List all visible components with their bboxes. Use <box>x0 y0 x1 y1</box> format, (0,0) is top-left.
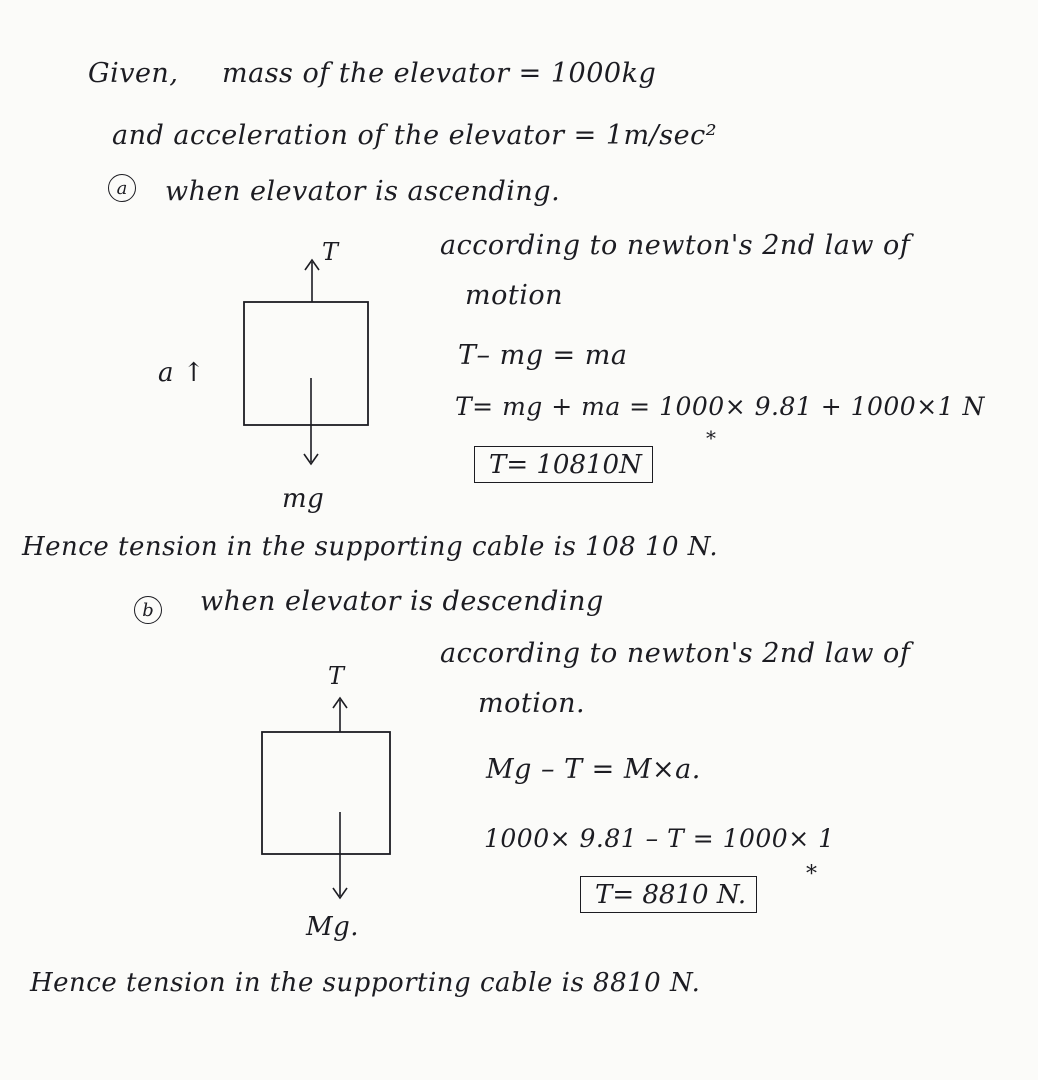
part-b-marker: b <box>134 596 162 624</box>
part-a-equation2: T= mg + ma = 1000× 9.81 + 1000×1 N <box>455 392 985 421</box>
part-a-weight-label: mg <box>282 484 325 514</box>
part-b-tension-arrowhead <box>332 696 348 709</box>
part-b-tension-label: T <box>328 662 345 690</box>
part-b-weight-label: Mg. <box>306 912 360 942</box>
given-label: Given, <box>88 58 179 89</box>
given-acceleration-line: and acceleration of the elevator = 1m/se… <box>112 120 718 151</box>
part-b-law-line1: according to newton's 2nd law of <box>440 638 911 669</box>
part-a-result-star: * <box>706 426 717 450</box>
part-a-marker: a <box>108 174 136 202</box>
part-a-heading: when elevator is ascending. <box>165 176 561 207</box>
part-a-result-box: T= 10810N <box>474 446 653 483</box>
part-b-heading: when elevator is descending <box>200 586 604 617</box>
part-b-elevator-box <box>261 731 391 855</box>
part-a-elevator-box <box>243 301 369 426</box>
part-a-tension-arrowhead <box>304 258 320 271</box>
part-a-weight-arrowhead <box>303 453 319 466</box>
part-b-conclusion: Hence tension in the supporting cable is… <box>30 968 701 998</box>
part-a-law-line2: motion <box>465 280 563 311</box>
part-b-result-box: T= 8810 N. <box>580 876 758 913</box>
part-a-law-line1: according to newton's 2nd law of <box>440 230 911 261</box>
part-a-conclusion: Hence tension in the supporting cable is… <box>22 532 719 562</box>
part-b-equation1: Mg – T = M×a. <box>486 754 701 785</box>
part-b-law-line2: motion. <box>478 688 586 719</box>
part-b-result-star: * <box>806 862 818 887</box>
part-b-weight-arrowhead <box>332 887 348 900</box>
part-a-equation1: T– mg = ma <box>458 340 628 371</box>
part-a-acceleration-label: a ↑ <box>158 358 206 388</box>
part-b-equation2: 1000× 9.81 – T = 1000× 1 <box>484 824 835 853</box>
part-a-tension-label: T <box>322 238 339 266</box>
given-mass-line: mass of the elevator = 1000kg <box>222 58 657 89</box>
